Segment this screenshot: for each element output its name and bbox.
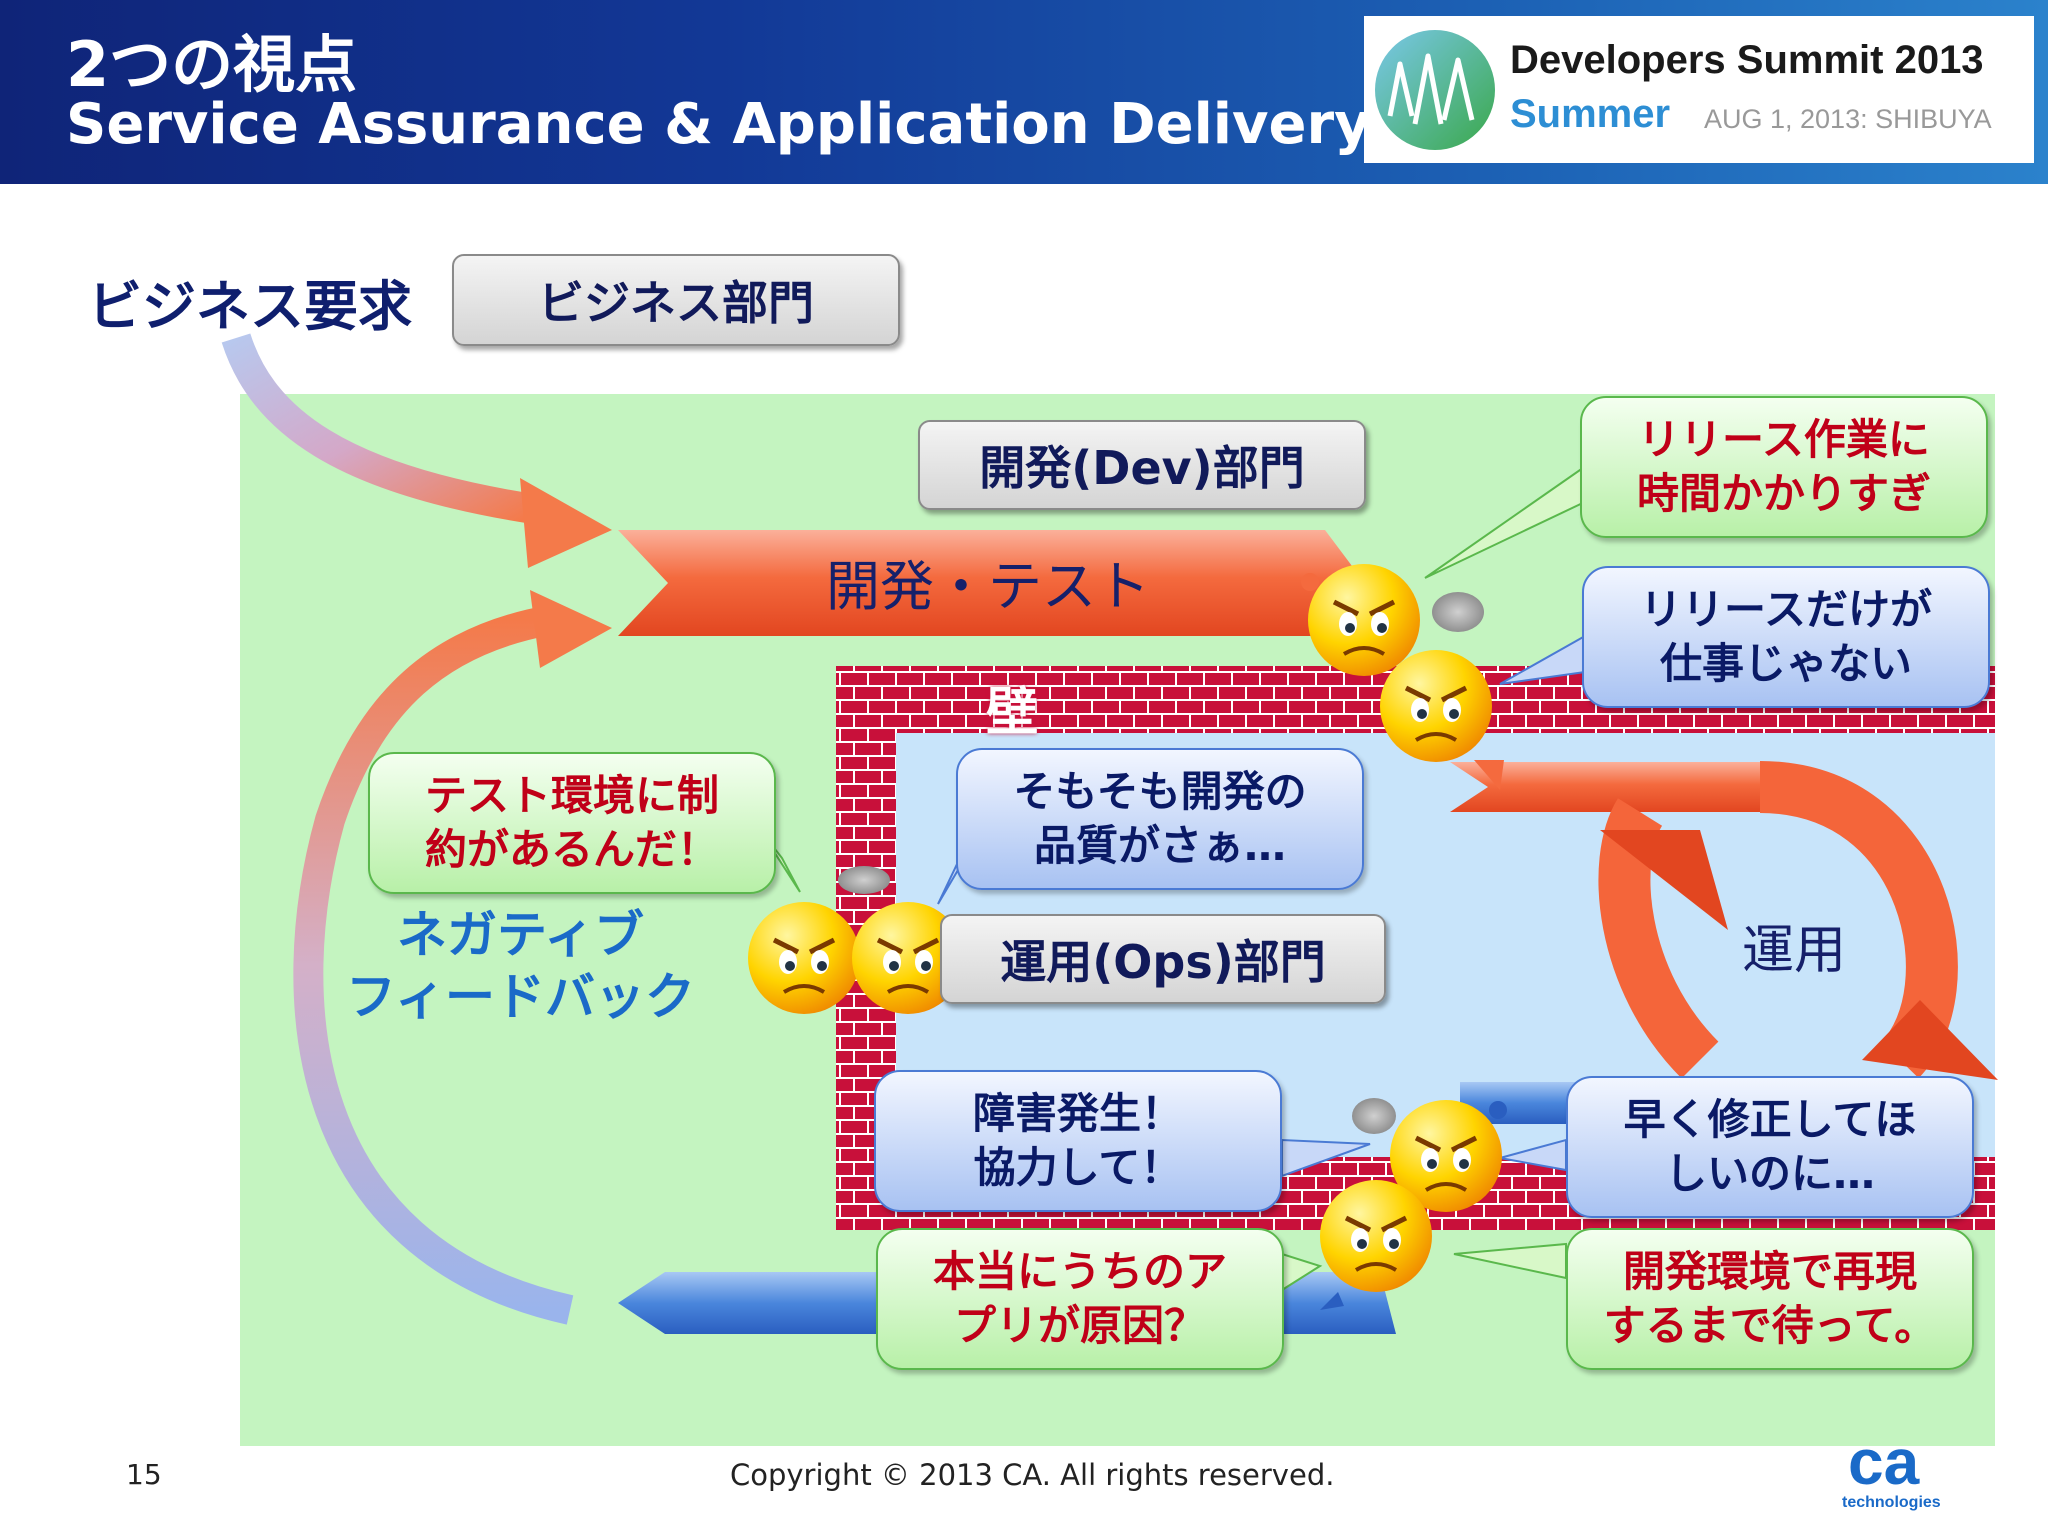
ops-inflow-arrow xyxy=(1450,762,1760,812)
callout-line: テスト環境に制 xyxy=(424,771,719,820)
dot-marker xyxy=(1301,573,1319,591)
slide-title: 2つの視点 xyxy=(66,28,358,101)
feedback-arc xyxy=(293,605,574,1325)
negative-feedback-label: ネガティブ フィードバック xyxy=(346,904,695,1028)
callout-line: 本当にうちのア xyxy=(932,1247,1227,1296)
business-request-label: ビジネス要求 xyxy=(88,275,412,338)
callout-line: 障害発生！ xyxy=(972,1089,1183,1138)
smoke-icon xyxy=(838,866,890,894)
ops-cycle-arrowhead-left xyxy=(1600,830,1728,930)
callout-our-app: 本当にうちのア プリが原因？ xyxy=(876,1228,1284,1370)
callout-line: 早く修正してほ xyxy=(1623,1095,1917,1144)
callout-dev-quality: そもそも開発の 品質がさぁ… xyxy=(956,748,1364,890)
ops-cycle-arrowhead-right xyxy=(1862,1000,1998,1080)
business-request-arrowhead xyxy=(520,478,612,568)
callout-line: 仕事じゃない xyxy=(1659,639,1912,688)
small-arrow-icon xyxy=(1320,1292,1344,1310)
page-number: 15 xyxy=(126,1458,162,1491)
angry-face-icon xyxy=(1380,650,1492,762)
dev-dept-box: 開発(Dev)部門 xyxy=(918,420,1366,510)
ca-logo: ca technologies xyxy=(1840,1430,1960,1516)
dev-test-label: 開発・テスト xyxy=(826,555,1150,618)
angry-face-icon xyxy=(748,902,860,1014)
dev-dept-label: 開発(Dev)部門 xyxy=(979,441,1305,495)
smoke-icon xyxy=(1352,1098,1396,1134)
slide-subtitle: Service Assurance & Application Delivery xyxy=(66,92,1371,157)
title-bar: 2つの視点 Service Assurance & Application De… xyxy=(0,0,2048,184)
callout-line: 開発環境で再現 xyxy=(1622,1247,1917,1296)
callout-line: リリース作業に xyxy=(1638,415,1930,464)
callout-line: 品質がさぁ… xyxy=(1033,821,1286,870)
ops-label: 運用 xyxy=(1742,921,1847,981)
callout-release-time: リリース作業に 時間かかりすぎ xyxy=(1580,396,1988,538)
callout-line: リリースだけが xyxy=(1640,585,1932,634)
copyright-text: Copyright © 2013 CA. All rights reserved… xyxy=(730,1458,1335,1492)
callout-test-env: テスト環境に制 約があるんだ！ xyxy=(368,752,776,894)
smoke-icon xyxy=(1432,592,1484,632)
event-name: Developers Summit 2013 xyxy=(1510,38,1984,82)
dev-test-arrow xyxy=(618,530,1370,636)
callout-incident: 障害発生！ 協力して！ xyxy=(874,1070,1282,1212)
callout-line: プリが原因？ xyxy=(953,1301,1206,1350)
ca-logo-sub: technologies xyxy=(1842,1494,1941,1511)
ops-dept-box: 運用(Ops)部門 xyxy=(940,914,1386,1004)
callout-reproduce: 開発環境で再現 するまで待って。 xyxy=(1566,1228,1974,1370)
angry-face-icon xyxy=(1320,1180,1432,1292)
dot-marker xyxy=(1489,1101,1507,1119)
event-logo: Developers Summit 2013 Summer AUG 1, 201… xyxy=(1364,16,2034,163)
feedback-arrowhead xyxy=(530,590,612,668)
event-season: Summer xyxy=(1510,92,1671,136)
business-dept-label: ビジネス部門 xyxy=(538,276,814,330)
negative-feedback-line2: フィードバック xyxy=(346,968,695,1026)
callout-line: そもそも開発の xyxy=(1013,767,1307,816)
callout-tail-incident xyxy=(1281,1138,1371,1178)
trees-logo-icon xyxy=(1375,30,1495,150)
callout-line: しいのに… xyxy=(1664,1149,1875,1198)
negative-feedback-line1: ネガティブ xyxy=(397,906,644,964)
angry-face-icon xyxy=(1390,1100,1502,1212)
callout-line: 約があるんだ！ xyxy=(424,825,719,874)
callout-line: するまで待って。 xyxy=(1603,1301,1937,1350)
callout-release-only: リリースだけが 仕事じゃない xyxy=(1582,566,1990,708)
wall-label: 壁 xyxy=(986,683,1039,743)
angry-face-icon xyxy=(1308,564,1420,676)
callout-line: 協力して！ xyxy=(973,1143,1183,1192)
callout-line: 時間かかりすぎ xyxy=(1636,469,1931,518)
business-dept-box: ビジネス部門 xyxy=(452,254,900,346)
ops-dept-label: 運用(Ops)部門 xyxy=(1000,935,1326,989)
event-date: AUG 1, 2013: SHIBUYA xyxy=(1704,104,1992,134)
ca-logo-mark: ca xyxy=(1848,1426,1920,1498)
small-arrow-icon xyxy=(1474,760,1504,790)
callout-fix-fast: 早く修正してほ しいのに… xyxy=(1566,1076,1974,1218)
business-request-arrow xyxy=(221,333,543,525)
angry-face-icon xyxy=(852,902,964,1014)
